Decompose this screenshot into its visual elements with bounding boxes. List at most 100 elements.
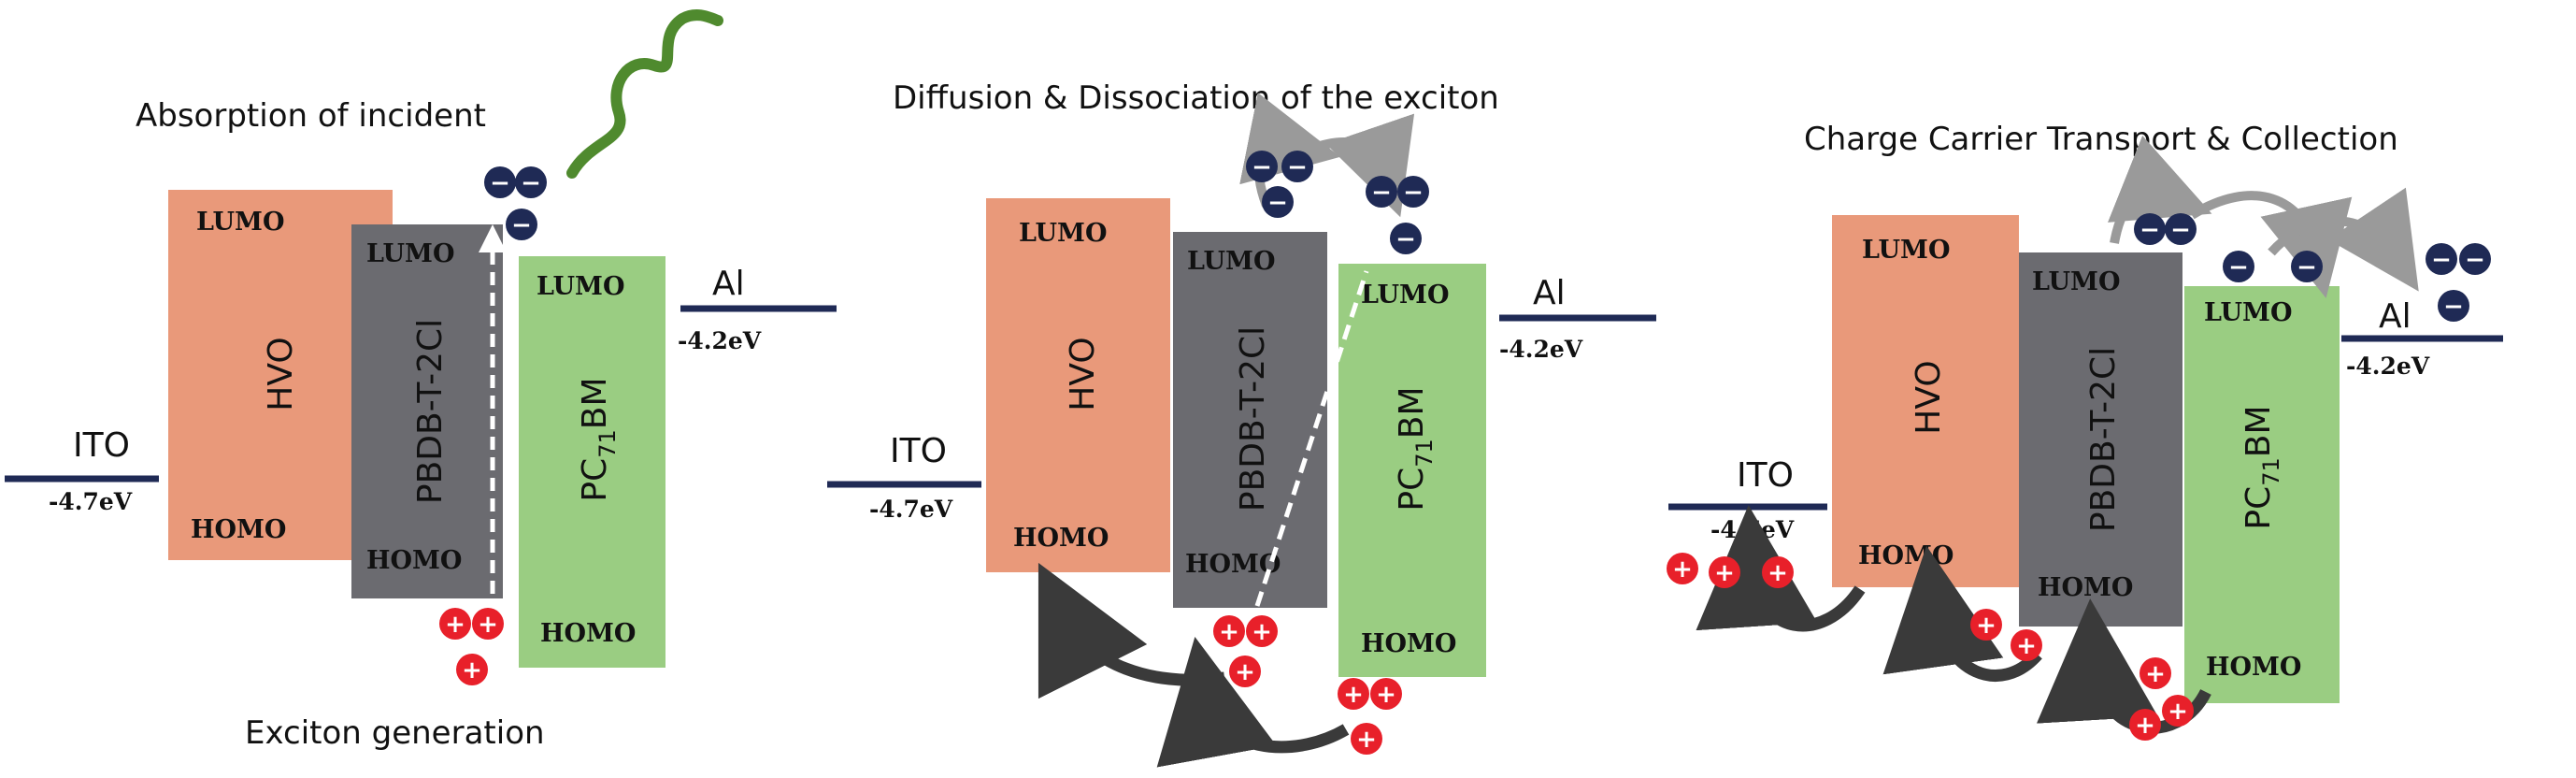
electron-icon	[2223, 251, 2254, 282]
svg-text:+: +	[462, 656, 482, 684]
svg-text:+: +	[2145, 660, 2166, 688]
hole-group: + + +	[1213, 615, 1278, 687]
panel-1-caption: Exciton generation	[245, 714, 545, 752]
electron-transfer-arrow	[1307, 113, 1415, 218]
svg-text:−: −	[1252, 153, 1272, 181]
hvo-homo-label: HOMO	[1858, 541, 1953, 570]
pbdb-lumo-label: LUMO	[366, 239, 454, 268]
electron-group: − − −	[1246, 151, 1313, 218]
hole-icon	[1709, 556, 1740, 588]
hvo-name: HVO	[262, 337, 300, 411]
hvo-lumo-label: LUMO	[196, 208, 284, 237]
pbdb-homo-label: HOMO	[366, 546, 462, 575]
svg-text:+: +	[1376, 681, 1396, 709]
hole-group: + + +	[439, 608, 504, 685]
svg-text:−: −	[521, 169, 541, 197]
svg-text:+: +	[445, 611, 465, 639]
pcbm-name: PC71BM	[2240, 405, 2284, 529]
electron-group: − − −	[1366, 176, 1429, 254]
svg-text:+: +	[2168, 698, 2188, 726]
electron-icon	[2134, 213, 2166, 245]
electron-icon	[515, 166, 547, 198]
svg-text:−: −	[2170, 216, 2191, 244]
electron-icon	[1390, 223, 1422, 254]
pbdb-band	[2019, 252, 2182, 627]
ito-label: ITO	[73, 426, 130, 465]
electron-icon	[2165, 213, 2197, 245]
hole-icon	[1667, 553, 1698, 584]
pbdb-homo-label: HOMO	[2038, 573, 2133, 602]
hole-icon	[1246, 615, 1278, 647]
svg-text:+: +	[1356, 726, 1377, 754]
pcbm-homo-label: HOMO	[1361, 629, 1456, 658]
electron-icon	[2426, 243, 2457, 275]
hvo-homo-label: HOMO	[1013, 524, 1109, 553]
hole-group: + + +	[1338, 678, 1402, 755]
svg-text:−: −	[2465, 246, 2485, 274]
pcbm-name: PC71BM	[576, 377, 621, 501]
svg-text:−: −	[1267, 189, 1288, 217]
electron-icon	[2459, 243, 2491, 275]
al-energy-value: -4.2eV	[678, 327, 762, 354]
electron-transfer-arrow	[2268, 187, 2419, 292]
hole-icon	[456, 654, 488, 685]
electron-icon	[1397, 176, 1429, 208]
hole-icon	[1762, 556, 1794, 588]
hole-icon	[2140, 657, 2171, 689]
hole-icon	[2011, 629, 2042, 661]
hole-icon	[472, 608, 504, 640]
svg-text:−: −	[2140, 216, 2160, 244]
hvo-name: HVO	[1064, 337, 1102, 411]
electron-icon	[506, 209, 537, 240]
hole-transfer-arrow	[1156, 637, 1350, 768]
hvo-homo-label: HOMO	[191, 515, 286, 544]
pbdb-band	[1173, 232, 1327, 608]
ito-energy-value: -4.7eV	[1710, 516, 1795, 543]
svg-text:−: −	[1287, 153, 1308, 181]
hole-icon	[1351, 723, 1382, 755]
hole-icon	[1213, 615, 1245, 647]
pcbm-homo-label: HOMO	[2206, 653, 2301, 682]
al-label: Al	[712, 265, 745, 303]
electron-icon	[2438, 290, 2469, 322]
hvo-band	[1832, 215, 2019, 587]
pcbm-band	[519, 256, 665, 668]
pcbm-band	[1338, 264, 1486, 677]
hole-icon	[2162, 695, 2194, 727]
hvo-lumo-label: LUMO	[1862, 236, 1950, 265]
panel-2-title: Diffusion & Dissociation of the exciton	[893, 79, 1499, 117]
panel-3: Charge Carrier Transport & Collection IT…	[1667, 121, 2503, 741]
svg-text:−: −	[2431, 246, 2452, 274]
al-label: Al	[1533, 274, 1566, 312]
pcbm-lumo-label: LUMO	[537, 272, 624, 301]
electron-icon	[2291, 251, 2323, 282]
pbdb-name: PBDB-T-2Cl	[2084, 347, 2123, 532]
pbdb-name: PBDB-T-2Cl	[1234, 326, 1272, 511]
hole-icon	[2129, 709, 2161, 741]
svg-text:−: −	[2443, 293, 2464, 321]
hole-transfer-arrow	[1882, 545, 2042, 683]
svg-text:−: −	[490, 169, 510, 197]
svg-text:+: +	[1714, 559, 1735, 587]
ito-label: ITO	[1737, 456, 1794, 495]
ito-energy-value: -4.7eV	[49, 488, 133, 515]
panel-1-title: Absorption of incident	[136, 97, 486, 135]
svg-text:+: +	[2135, 712, 2155, 740]
hole-group: + +	[1970, 609, 2042, 661]
electron-icon	[1262, 186, 1294, 218]
ito-energy-value: -4.7eV	[869, 496, 953, 523]
svg-text:−: −	[2297, 253, 2317, 281]
pbdb-name: PBDB-T-2Cl	[411, 319, 450, 504]
al-label: Al	[2379, 297, 2411, 336]
hvo-lumo-label: LUMO	[1019, 219, 1107, 248]
electron-icon	[1366, 176, 1397, 208]
pcbm-name: PC71BM	[1393, 386, 1438, 511]
pbdb-lumo-label: LUMO	[2032, 267, 2120, 296]
electron-icon	[1281, 151, 1313, 182]
svg-text:+: +	[1672, 555, 1693, 584]
pbdb-homo-label: HOMO	[1185, 550, 1281, 579]
electron-group: − − −	[484, 166, 547, 240]
ito-label: ITO	[890, 432, 947, 470]
pbdb-band	[351, 224, 503, 598]
